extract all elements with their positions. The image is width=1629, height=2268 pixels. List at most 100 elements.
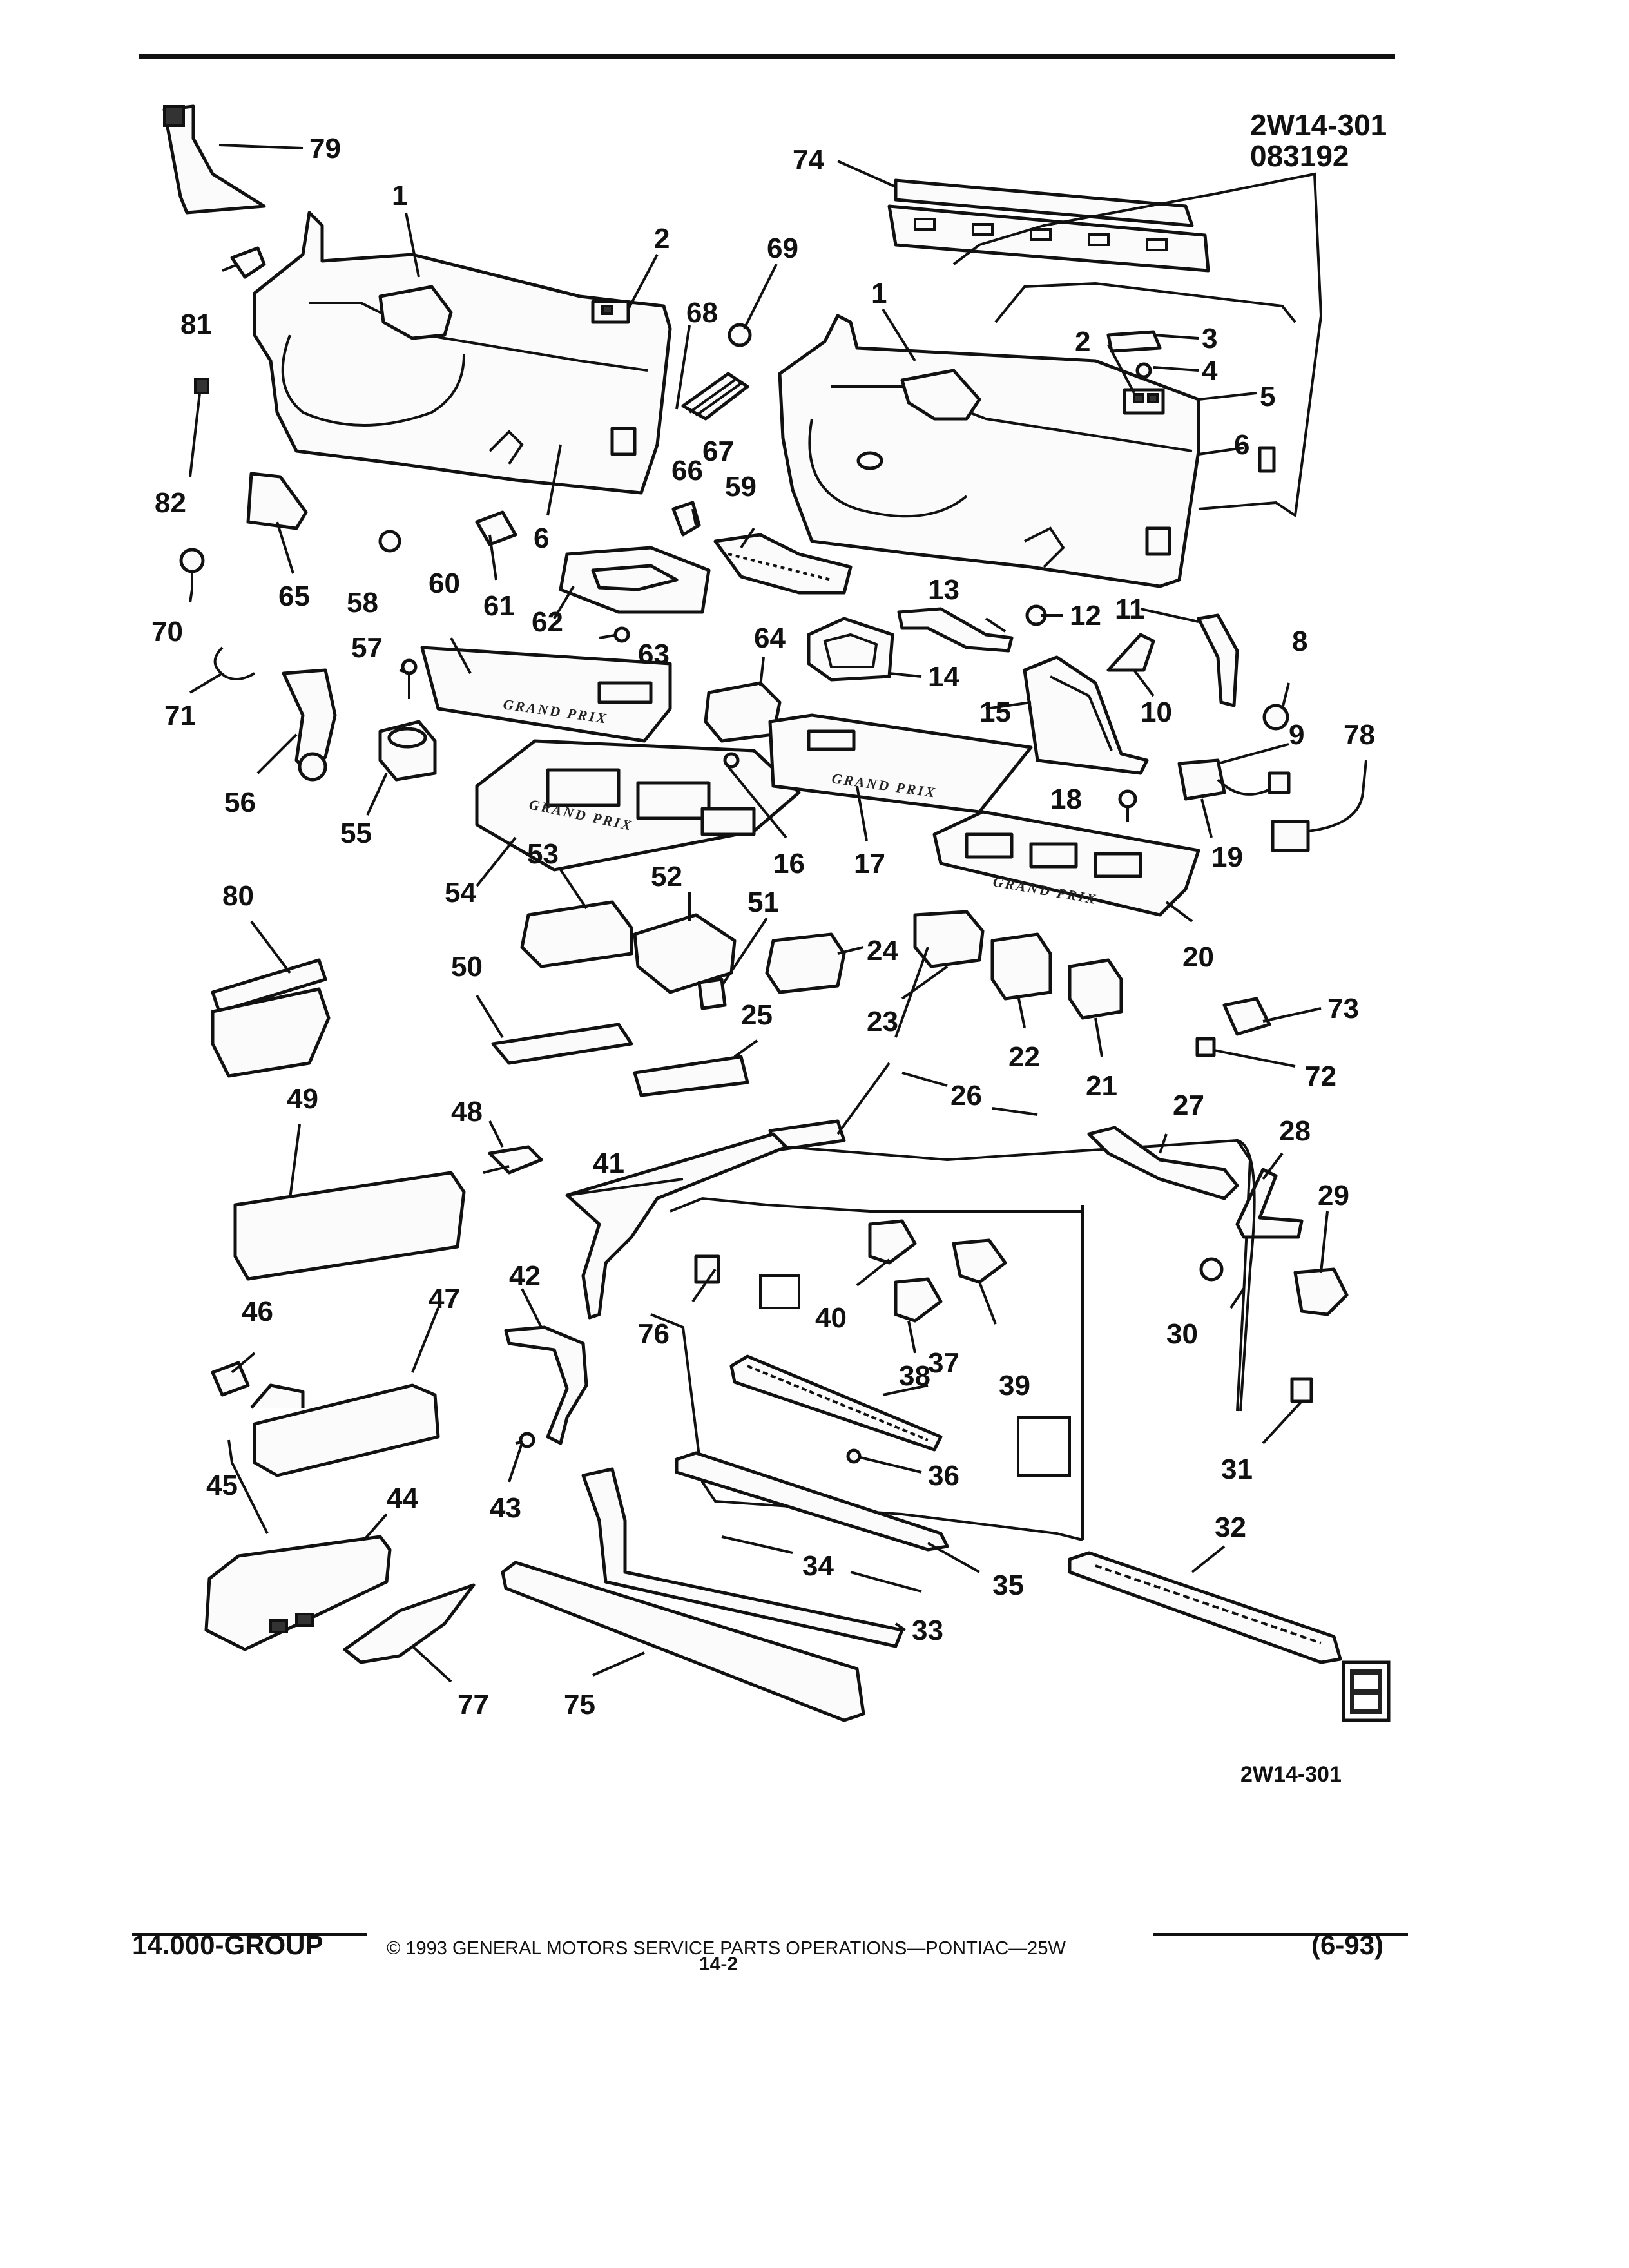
callout-81: 81: [180, 309, 212, 340]
part-3-switch-plate: [1106, 330, 1162, 353]
callout-19: 19: [1211, 841, 1243, 873]
part-40-clip: [868, 1219, 917, 1265]
callout-48: 48: [451, 1096, 483, 1128]
part-36-screw: [846, 1448, 862, 1464]
part-58-nut: [378, 530, 401, 553]
callout-69: 69: [767, 233, 798, 264]
figure-code-bottom: 2W14-301: [1240, 1762, 1342, 1787]
part-79-pillar-trim: [162, 104, 266, 215]
callout-18: 18: [1050, 783, 1082, 815]
callout-34: 34: [802, 1550, 834, 1582]
door-frame-outline: [650, 1139, 1252, 1541]
part-1-door-trim-panel-right: [778, 314, 1200, 588]
part-61-clip: [475, 510, 517, 546]
callout-46: 46: [242, 1296, 273, 1327]
callout-56: 56: [224, 787, 256, 818]
callout-45: 45: [206, 1470, 238, 1501]
callout-27: 27: [1173, 1090, 1204, 1121]
callout-58: 58: [347, 587, 378, 619]
callout-1-right: 1: [871, 278, 887, 309]
callout-64: 64: [754, 622, 786, 654]
part-46-clip: [211, 1361, 250, 1397]
part-65-label: [246, 472, 308, 530]
callout-11: 11: [1115, 593, 1145, 625]
part-31-clip: [1290, 1377, 1313, 1403]
callout-25: 25: [741, 999, 773, 1031]
part-59-armrest-pad: [713, 533, 853, 595]
part-38-clip: [894, 1277, 943, 1323]
footer-page-number: 14-2: [699, 1954, 738, 1975]
part-62-handle-bezel: [559, 546, 711, 614]
part-78-switch: [1271, 792, 1364, 852]
callout-12: 12: [1070, 600, 1101, 631]
part-18-screw: [1118, 789, 1137, 822]
callout-32: 32: [1215, 1512, 1246, 1543]
part-11-bracket: [1197, 613, 1239, 707]
callout-50: 50: [451, 951, 483, 983]
callout-33: 33: [912, 1615, 943, 1646]
part-8-grommet: [1262, 704, 1289, 731]
part-47-rearview-mirror: [250, 1383, 440, 1477]
part-81-push-pin: [222, 246, 266, 279]
part-45-screw: [227, 1439, 233, 1463]
callout-13: 13: [928, 574, 959, 606]
gmspo-logo-icon: [1342, 1660, 1391, 1722]
part-24-switch: [765, 932, 846, 994]
callout-72: 72: [1305, 1061, 1336, 1092]
callout-29: 29: [1318, 1180, 1349, 1211]
callout-36: 36: [928, 1460, 959, 1492]
callout-71: 71: [164, 700, 196, 731]
callout-60: 60: [429, 568, 460, 599]
callout-37: 37: [928, 1347, 959, 1379]
callout-61: 61: [483, 590, 515, 622]
part-13-bracket: [897, 607, 1014, 653]
callout-62: 62: [532, 606, 563, 638]
callout-26: 26: [950, 1080, 982, 1111]
callout-51: 51: [747, 887, 779, 918]
part-49-sunshade: [233, 1171, 466, 1281]
callout-22: 22: [1008, 1041, 1040, 1073]
part-2-switch-left: [591, 300, 630, 324]
callout-73: 73: [1327, 993, 1359, 1024]
callout-24: 24: [867, 935, 898, 966]
callout-6-left: 6: [534, 523, 549, 554]
callout-78: 78: [1344, 719, 1375, 751]
callout-14: 14: [928, 661, 959, 693]
part-4-switch-button: [1135, 362, 1152, 379]
part-41-pillar-molding: [565, 1132, 788, 1320]
part-28-handle-cover: [1235, 1168, 1304, 1239]
callout-28: 28: [1279, 1115, 1311, 1147]
callout-70: 70: [151, 616, 183, 648]
part-25-lens: [633, 1055, 749, 1097]
callout-82: 82: [155, 487, 186, 519]
leader-lines: [189, 144, 1367, 1683]
part-33-sill-molding: [581, 1467, 904, 1648]
top-rule: [139, 54, 1395, 59]
callout-44: 44: [387, 1483, 418, 1514]
part-42-bracket: [504, 1325, 588, 1445]
part-53-switch-module: [520, 900, 633, 968]
part-56-handle: [282, 668, 337, 782]
footer-rule-right: [1153, 1933, 1408, 1936]
callout-10: 10: [1141, 697, 1172, 728]
part-22-switch: [990, 932, 1052, 1001]
part-71-spring-clip: [213, 646, 256, 680]
part-35-sill-trim: [675, 1451, 949, 1552]
part-64-switch: [704, 681, 782, 743]
part-75-sill-plate: [501, 1561, 865, 1722]
callout-47: 47: [429, 1283, 460, 1314]
part-19-connector-harness: [1177, 758, 1291, 801]
callout-23-top: 23: [867, 1006, 898, 1037]
callout-41: 41: [593, 1148, 624, 1179]
callout-76: 76: [638, 1318, 670, 1350]
part-55-knob: [378, 720, 437, 782]
callout-75: 75: [564, 1689, 595, 1720]
part-27-assist-handle: [1087, 1126, 1239, 1200]
callout-6-right: 6: [1234, 429, 1249, 461]
part-44-mirror: [204, 1535, 392, 1651]
callout-38: 38: [899, 1360, 930, 1392]
part-73-switch: [1222, 997, 1271, 1036]
callout-57: 57: [351, 632, 383, 664]
part-74-belt-molding: [887, 178, 1210, 273]
callout-79: 79: [309, 133, 341, 164]
